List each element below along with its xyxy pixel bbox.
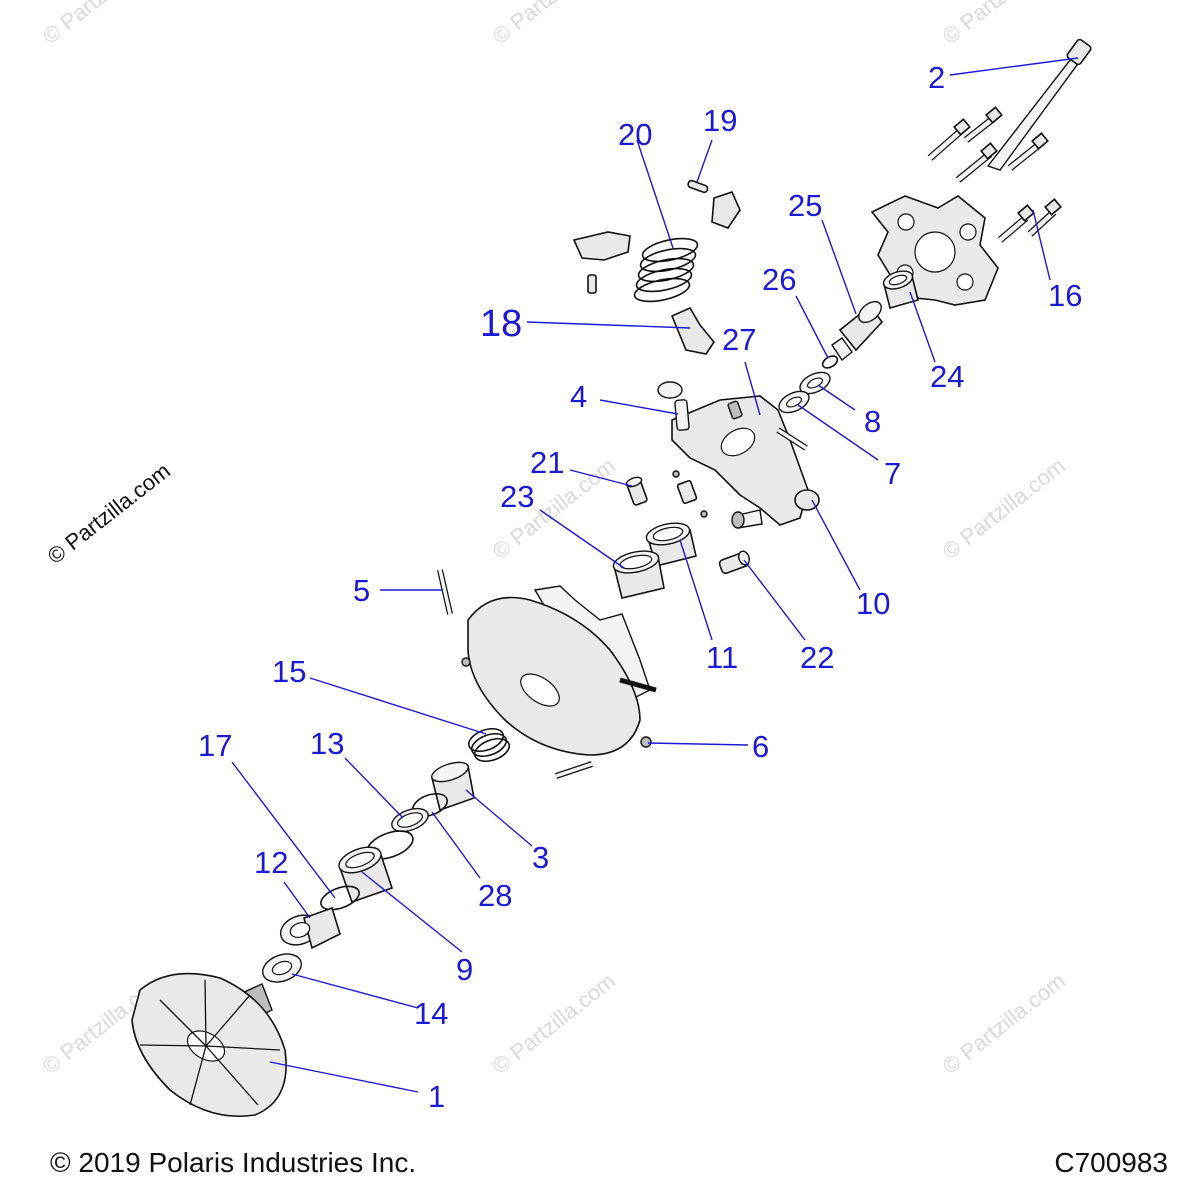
parts <box>131 38 1092 1118</box>
part-bushing-24 <box>882 270 919 309</box>
part-nut-6 <box>640 736 652 748</box>
part-pin-19 <box>687 179 741 229</box>
callout-15: 15 <box>272 654 306 689</box>
callout-5: 5 <box>353 573 370 608</box>
part-bushing-12 <box>279 906 341 950</box>
callout-26: 26 <box>762 262 796 297</box>
watermark: © Partzilla.com <box>938 453 1070 564</box>
part-movable-sheave <box>461 585 657 756</box>
callout-14: 14 <box>414 996 448 1031</box>
part-bushing-9 <box>338 846 394 904</box>
part-ring-15 <box>467 727 511 763</box>
watermark: © Partzilla.com <box>488 968 620 1079</box>
watermarks: © Partzilla.com © Partzilla.com © Partzi… <box>38 0 1070 1079</box>
part-ring-17 <box>320 885 360 911</box>
callout-24: 24 <box>930 359 964 394</box>
callout-21: 21 <box>530 445 564 480</box>
callout-12: 12 <box>254 845 288 880</box>
callout-18: 18 <box>480 303 522 345</box>
part-bushing-23 <box>612 550 665 599</box>
part-spider-bolts <box>927 106 1062 243</box>
callout-25: 25 <box>788 188 822 223</box>
callout-13: 13 <box>310 726 344 761</box>
part-weight-18 <box>670 306 715 355</box>
part-fixed-sheave <box>131 972 287 1118</box>
callout-11: 11 <box>706 640 738 675</box>
callout-17: 17 <box>198 728 232 763</box>
callout-7: 7 <box>884 456 901 491</box>
watermark: © Partzilla.com <box>488 0 620 49</box>
part-roller-22 <box>718 550 750 575</box>
callout-1: 1 <box>428 1079 445 1114</box>
part-pin-5 <box>437 569 453 615</box>
callout-28: 28 <box>478 878 512 913</box>
callout-19: 19 <box>703 103 737 138</box>
leader-lines <box>231 57 1079 1093</box>
watermark: © Partzilla.com <box>43 458 175 569</box>
callout-2: 2 <box>928 60 945 95</box>
callout-4: 4 <box>570 379 587 414</box>
watermark: © Partzilla.com <box>938 0 1070 49</box>
watermark: © Partzilla.com <box>938 968 1070 1079</box>
callout-20: 20 <box>618 117 652 152</box>
callout-27: 27 <box>722 322 756 357</box>
part-bottom-pin <box>555 761 593 779</box>
callout-numbers: 1 2 3 4 5 6 7 8 9 10 11 12 13 14 15 16 1… <box>198 60 1082 1114</box>
part-roller-21 <box>625 470 708 518</box>
callout-8: 8 <box>864 404 881 439</box>
callout-16: 16 <box>1048 278 1082 313</box>
callout-10: 10 <box>856 586 890 621</box>
callout-9: 9 <box>456 952 473 987</box>
part-washer-14 <box>261 953 303 983</box>
part-bushing-3 <box>431 761 475 812</box>
part-sleeve-25 <box>831 300 884 362</box>
part-weight-left <box>572 231 631 294</box>
callout-6: 6 <box>752 729 769 764</box>
part-oring-26 <box>821 355 839 369</box>
part-cover-housing <box>657 381 820 529</box>
watermark: © Partzilla.com <box>38 0 170 49</box>
copyright-notice: © 2019 Polaris Industries Inc. <box>50 1147 417 1178</box>
part-spring-20 <box>633 237 699 303</box>
diagram-code: C700983 <box>1054 1147 1168 1178</box>
part-ring-13 <box>391 807 429 833</box>
callout-22: 22 <box>800 640 834 675</box>
callout-3: 3 <box>532 840 549 875</box>
callout-23: 23 <box>500 479 534 514</box>
